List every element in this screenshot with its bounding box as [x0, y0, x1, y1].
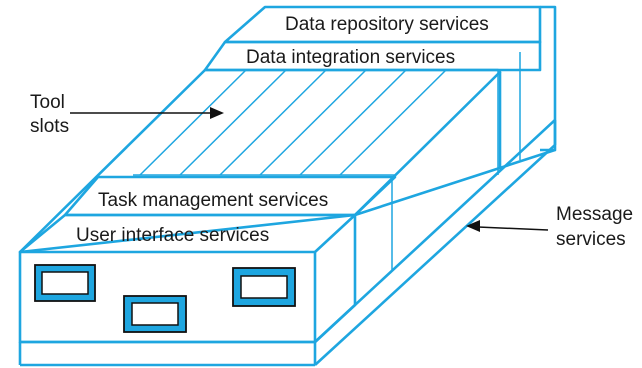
- message-services-label-line2: services: [556, 229, 626, 250]
- tool-slots: [133, 69, 499, 176]
- right-back-strip: [498, 52, 521, 168]
- message-services-label-line1: Message: [556, 204, 633, 225]
- tool-slots-label-line1: Tool: [30, 92, 65, 113]
- box-top-face: [18, 68, 502, 254]
- message-services-arrow: [466, 220, 549, 232]
- data-repository-label: Data repository services: [285, 14, 489, 35]
- repository-layer: [203, 5, 557, 152]
- window-icon-right: [232, 267, 296, 307]
- data-integration-label: Data integration services: [246, 47, 455, 68]
- window-icon-middle: [123, 295, 187, 333]
- task-management-label: Task management services: [98, 190, 328, 211]
- user-interface-label: User interface services: [76, 225, 269, 246]
- tool-slots-arrow: [70, 107, 224, 119]
- window-icon-left: [34, 264, 96, 302]
- tool-slots-label-line2: slots: [30, 116, 69, 137]
- box-side-face: [314, 119, 557, 366]
